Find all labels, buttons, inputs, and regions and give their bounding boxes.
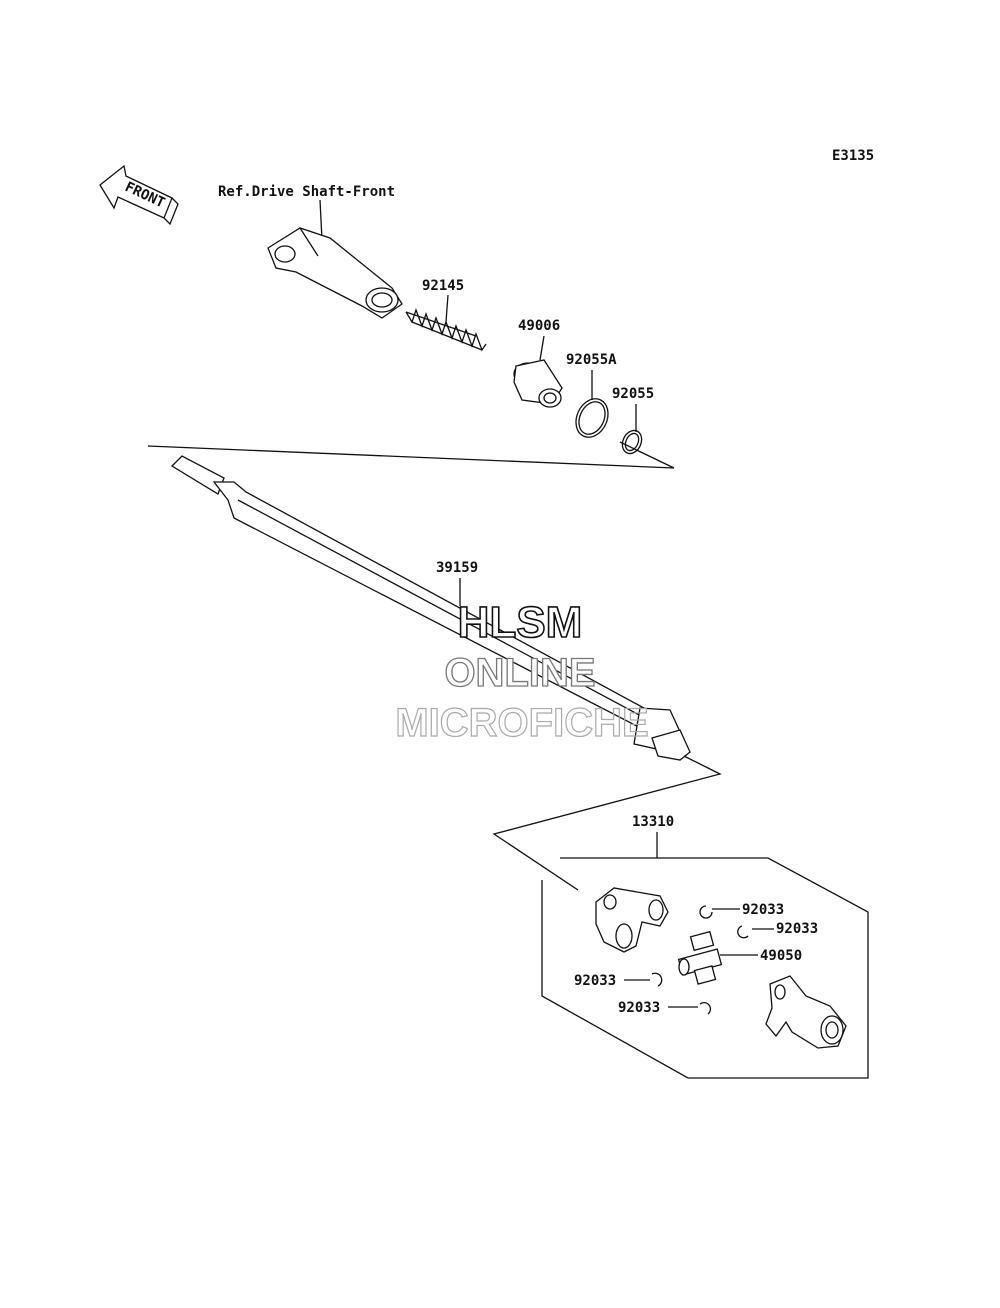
diagram-code: E3135 [832, 148, 874, 164]
watermark-line2: ONLINE [444, 651, 595, 695]
o-ring-large [575, 398, 609, 438]
spring [405, 308, 487, 352]
callout-92145: 92145 [422, 278, 464, 294]
reference-note: Ref.Drive Shaft-Front [218, 184, 395, 200]
circlip-3 [651, 972, 663, 987]
callout-92055A: 92055A [566, 352, 617, 368]
callout-39159: 39159 [436, 560, 478, 576]
joint-yoke-2 [765, 975, 847, 1049]
watermark: HLSM ONLINE MICROFICHE [395, 597, 650, 745]
watermark-line3: MICROFICHE [395, 701, 648, 745]
front-direction-arrow-icon: FRONT [99, 164, 179, 226]
callout-92033-1: 92033 [742, 902, 784, 918]
callout-92055: 92055 [612, 386, 654, 402]
joint-yoke-1 [595, 887, 669, 953]
drive-shaft [170, 455, 691, 761]
spider-cross [677, 930, 723, 985]
watermark-line1: HLSM [458, 598, 583, 647]
circlip-2 [737, 925, 749, 939]
callout-92033-4: 92033 [618, 1000, 660, 1016]
boot [513, 359, 563, 408]
front-yoke [267, 227, 403, 319]
circlip-4 [699, 1001, 712, 1015]
callout-49006: 49006 [518, 318, 560, 334]
callout-92033-3: 92033 [574, 973, 616, 989]
callout-49050: 49050 [760, 948, 802, 964]
callout-13310: 13310 [632, 814, 674, 830]
callout-92033-2: 92033 [776, 921, 818, 937]
o-ring-small [621, 429, 643, 455]
circlip-1 [699, 905, 713, 919]
